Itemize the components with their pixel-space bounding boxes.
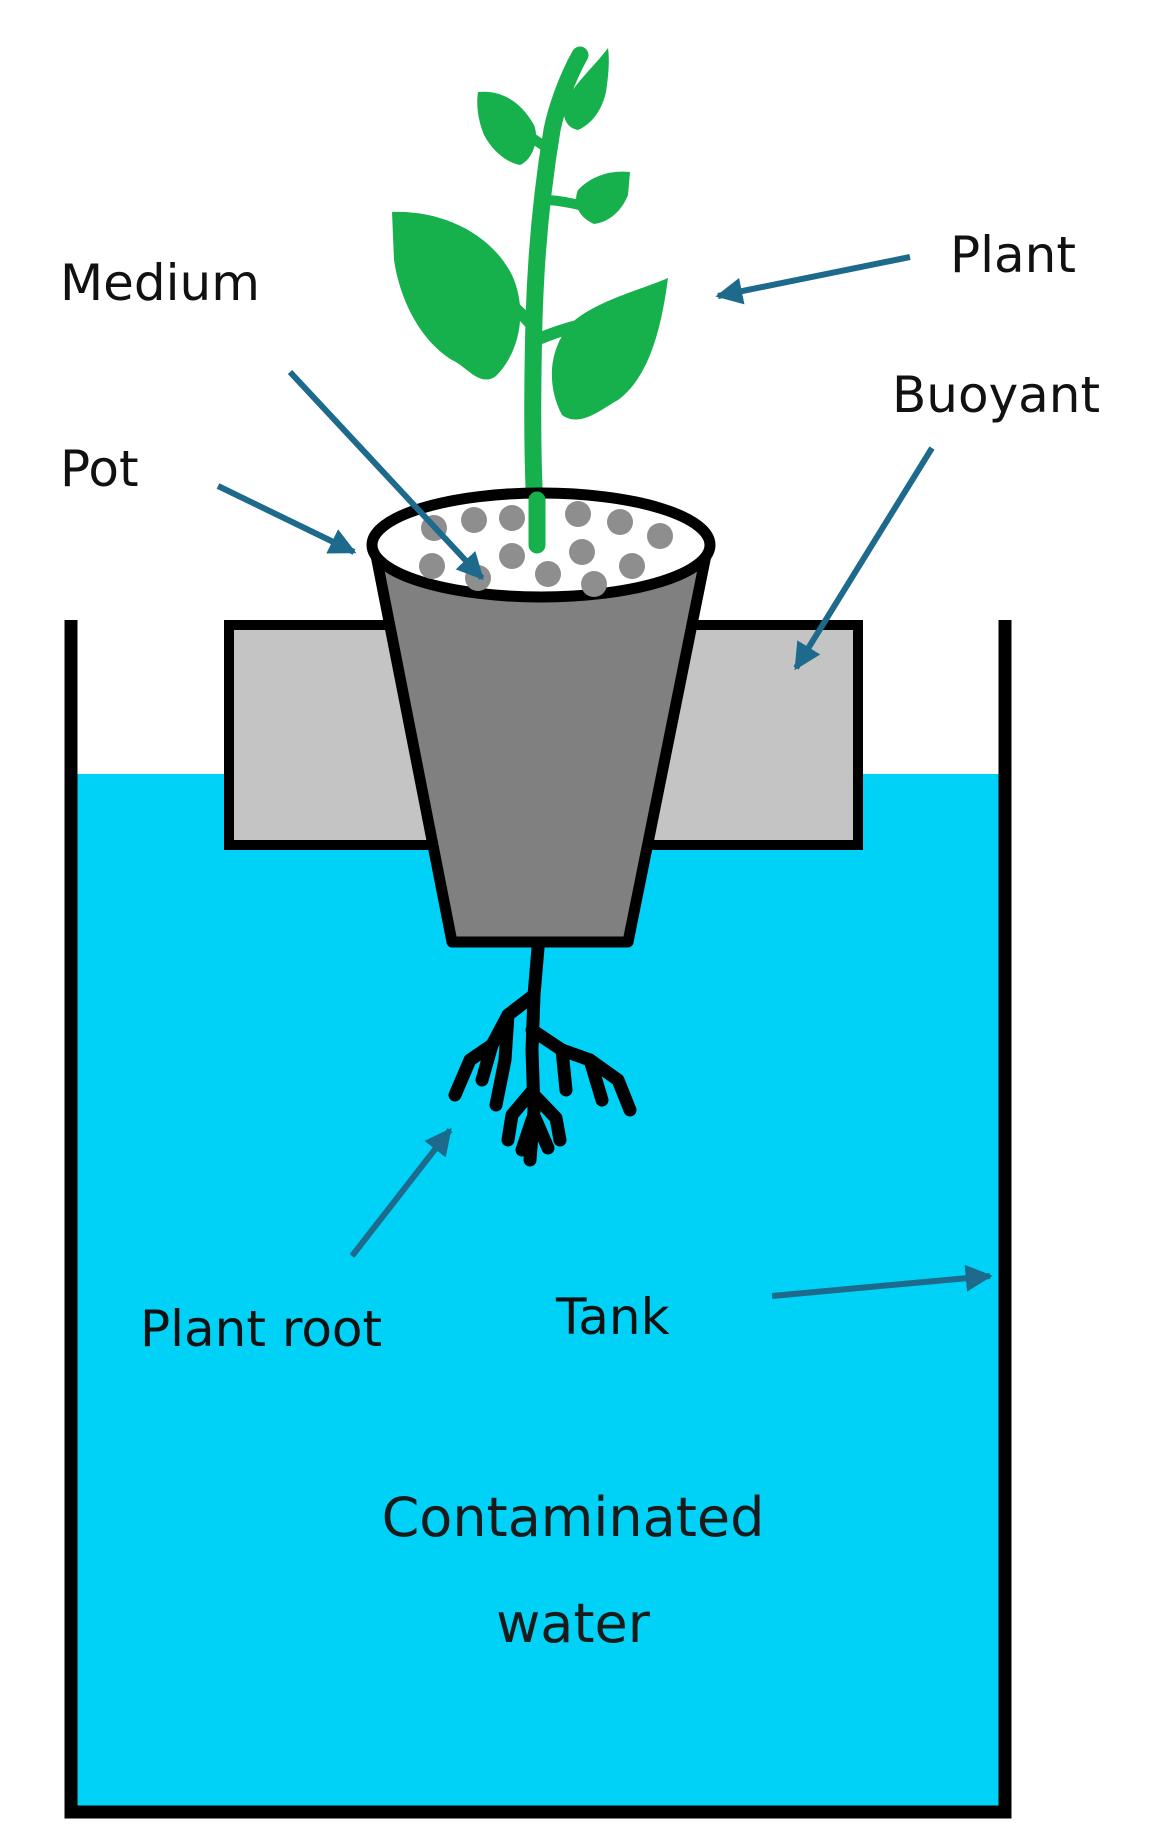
buoyant-arrow <box>793 446 935 671</box>
label-buoyant: Buoyant <box>892 366 1100 424</box>
medium-dots <box>419 501 673 597</box>
label-contaminated: Contaminated <box>382 1486 765 1549</box>
plant-root <box>448 941 637 1167</box>
medium-arrow <box>287 369 485 581</box>
plant-arrow <box>715 254 911 305</box>
label-tank: Tank <box>555 1288 670 1346</box>
label-plant-root: Plant root <box>140 1300 382 1358</box>
label-pot: Pot <box>60 440 139 498</box>
label-medium: Medium <box>60 254 260 312</box>
tank <box>64 620 1012 1819</box>
label-water: water <box>496 1592 651 1655</box>
plant-root-arrow <box>349 1127 453 1258</box>
tank-arrow <box>771 1264 993 1299</box>
label-plant: Plant <box>950 226 1076 284</box>
plant <box>392 46 668 547</box>
pot-arrow <box>216 483 357 555</box>
